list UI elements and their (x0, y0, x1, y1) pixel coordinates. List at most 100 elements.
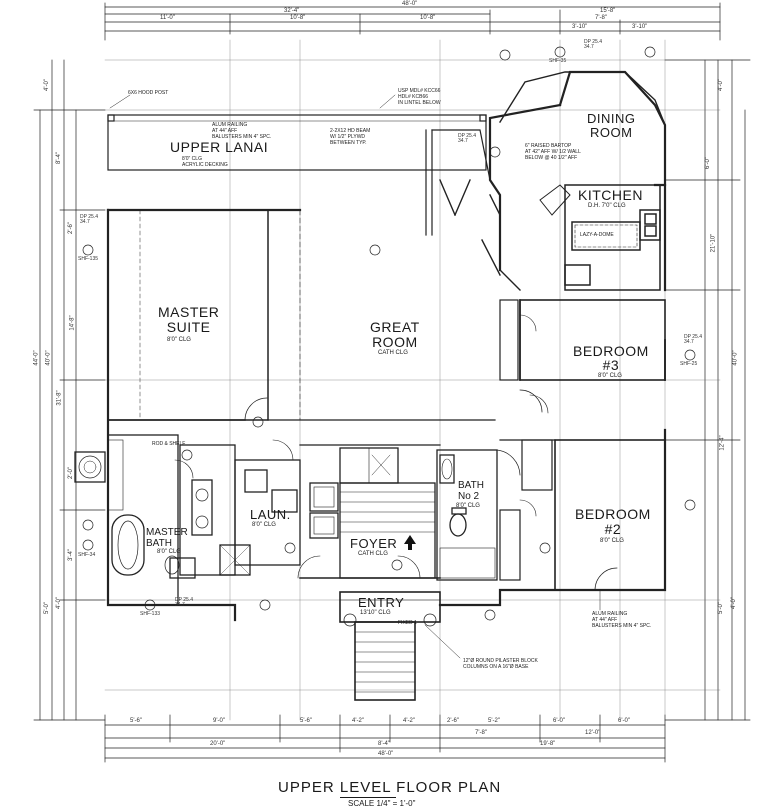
dim-right-5-0: 5'-0" (717, 602, 724, 614)
room-sub-bedroom-3: 8'0" CLG (598, 373, 622, 379)
dim-right-12-4: 12'-4" (719, 435, 726, 451)
kitchen-walls (539, 184, 661, 291)
dim-left-3-4: 3'-4" (67, 549, 74, 561)
dim-bottom-2-6: 2'-6" (447, 718, 459, 724)
dim-top-32-4: 32'-4" (284, 8, 300, 14)
dim-bottom-7-8: 7'-8" (475, 730, 487, 736)
stair-up-arrow (404, 535, 416, 550)
dim-bottom-19-8: 19'-8" (540, 741, 556, 747)
dim-left-4-0a: 4'-0" (43, 79, 50, 91)
dim-right-6-0: 6'-0" (704, 157, 711, 169)
tag-dp-5: DP 25.4 34.7 (175, 597, 193, 608)
tag-dp-1: DP 25.4 34.7 (80, 214, 98, 225)
room-label-laundry: LAUN. (250, 507, 291, 522)
dim-top-11-0: 11'-0" (160, 15, 175, 21)
dim-bottom-5-2: 5'-2" (488, 718, 500, 724)
room-label-bedroom-3: BEDROOM #3 (573, 343, 649, 373)
right-dimension-lines (664, 59, 751, 721)
dim-right-4-0a: 4'-0" (717, 79, 724, 91)
dim-top-10-8b: 10'-8" (420, 15, 436, 21)
room-sub-master-suite: 8'0" CLG (167, 337, 191, 343)
dim-bottom-6-0b: 6'-0" (618, 718, 630, 724)
room-label-great-room: GREAT ROOM (370, 319, 420, 350)
dim-left-2-0: 2'-0" (67, 467, 74, 479)
bottom-dimension-lines (104, 714, 666, 763)
room-sub-bedroom-2: 8'0" CLG (600, 538, 624, 544)
room-label-master-bath: MASTER BATH (146, 527, 188, 549)
dim-top-15-8: 15'-8" (600, 8, 616, 14)
dim-left-8-4: 8'-4" (55, 152, 62, 164)
note-bedroom-railing: ALUM RAILING AT 44" AFF BALUSTERS MIN 4"… (592, 611, 652, 629)
tag-shf-35: SHF-35 (549, 58, 567, 64)
dim-bottom-5-6a: 5'-6" (130, 718, 142, 724)
dim-bottom-overall: 48'-0" (378, 751, 394, 757)
note-leaders (109, 94, 601, 659)
tag-dp-4: DP 25.4 34.7 (458, 133, 476, 144)
note-lanai-railing: ALUM RAILING AT 44" AFF BALUSTERS MIN 4"… (212, 122, 272, 140)
dim-top-7-8: 7'-8" (595, 15, 607, 21)
dim-bottom-8-4: 8'-4" (378, 741, 390, 747)
note-raised-bartop: 6" RAISED BARTOP AT 42" AFF W/ 1/2 WALL … (525, 143, 581, 161)
room-sub-master-bath: 8'0" CLG (157, 549, 181, 555)
dim-bottom-6-0a: 6'-0" (553, 718, 565, 724)
tag-dp-3: DP 25.4 34.7 (584, 39, 602, 50)
upper-lanai-outline (107, 114, 487, 171)
dim-left-31-8: 31'-8" (56, 390, 63, 406)
window-markers (107, 229, 666, 561)
left-dimension-lines (33, 59, 106, 721)
dim-top-3-10b: 3'-10" (632, 24, 648, 30)
room-label-foyer: FOYER (350, 536, 398, 551)
note-beam: 2-2X12 HD BEAM W/ 1/2" PLYWD BETWEEN TYP… (330, 128, 371, 146)
note-fixed-window: FIXED 1 (398, 620, 417, 626)
title-underline (340, 797, 396, 798)
dim-left-44-0: 44'-0" (33, 350, 40, 366)
room-label-kitchen: KITCHEN (578, 187, 643, 203)
foyer-entry-walls (299, 577, 441, 701)
stair-core (299, 444, 441, 579)
dim-left-40-0: 40'-0" (45, 350, 52, 366)
dim-bottom-9-0: 9'-0" (213, 718, 225, 724)
room-sub-kitchen: D.H. 7'0" CLG (588, 203, 626, 209)
dim-bottom-4-2a: 4'-2" (352, 718, 364, 724)
drawing-title: UPPER LEVEL FLOOR PLAN (278, 779, 502, 796)
dim-bottom-5-6b: 5'-6" (300, 718, 312, 724)
dining-room-bay (499, 71, 666, 126)
note-usp-connector: USP MDL# KCC66 HDL# KCB66 IN LINTEL BELO… (398, 88, 441, 106)
tag-dp-2: DP 25.4 34.7 (684, 334, 702, 345)
dim-right-4-0b: 4'-0" (730, 597, 737, 609)
dim-top-overall: 48'-0" (402, 1, 418, 7)
tag-shf-25: SHF-25 (680, 361, 698, 367)
diagonal-walls (439, 179, 521, 291)
room-label-entry: ENTRY (358, 595, 405, 610)
dim-bottom-12-0: 12'-0" (585, 730, 601, 736)
room-label-dining-room: DINING ROOM (587, 111, 636, 140)
dim-left-5-0: 5'-0" (43, 602, 50, 614)
room-label-bath-2: BATH No 2 (458, 480, 484, 502)
note-hood-post: 6X6 HOOD POST (128, 90, 169, 96)
dim-top-3-10a: 3'-10" (572, 24, 588, 30)
door-swings (174, 314, 549, 579)
tag-shf-135: SHF-135 (78, 256, 99, 262)
dim-left-4-0b: 4'-0" (55, 597, 62, 609)
room-sub-foyer: CATH CLG (358, 551, 388, 557)
master-bath-laundry (74, 434, 301, 606)
note-lazy-a-dome: LAZY-A-DOME (580, 232, 614, 238)
master-suite-walls (107, 209, 269, 421)
top-dimension-lines (104, 2, 721, 41)
room-sub-upper-lanai: 8'0" CLG ACRYLIC DECKING (182, 156, 228, 168)
room-sub-entry: 13'10" CLG (360, 610, 391, 616)
room-label-bedroom-2: BEDROOM #2 (575, 506, 651, 537)
bath-2-walls (436, 449, 521, 581)
window-tag-circles (82, 46, 696, 621)
dim-right-21-10: 21'-10" (710, 233, 717, 253)
dim-bottom-4-2b: 4'-2" (403, 718, 415, 724)
room-sub-laundry: 8'0" CLG (252, 522, 276, 528)
room-label-master-suite: MASTER SUITE (158, 304, 220, 335)
great-room-walls (267, 129, 496, 421)
dim-right-40-0: 40'-0" (732, 350, 739, 366)
dim-bottom-20-0: 20'-0" (210, 741, 226, 747)
dim-top-10-8a: 10'-8" (290, 15, 306, 21)
tag-shf-133: SHF-133 (140, 611, 161, 617)
room-label-upper-lanai: UPPER LANAI (170, 139, 269, 155)
